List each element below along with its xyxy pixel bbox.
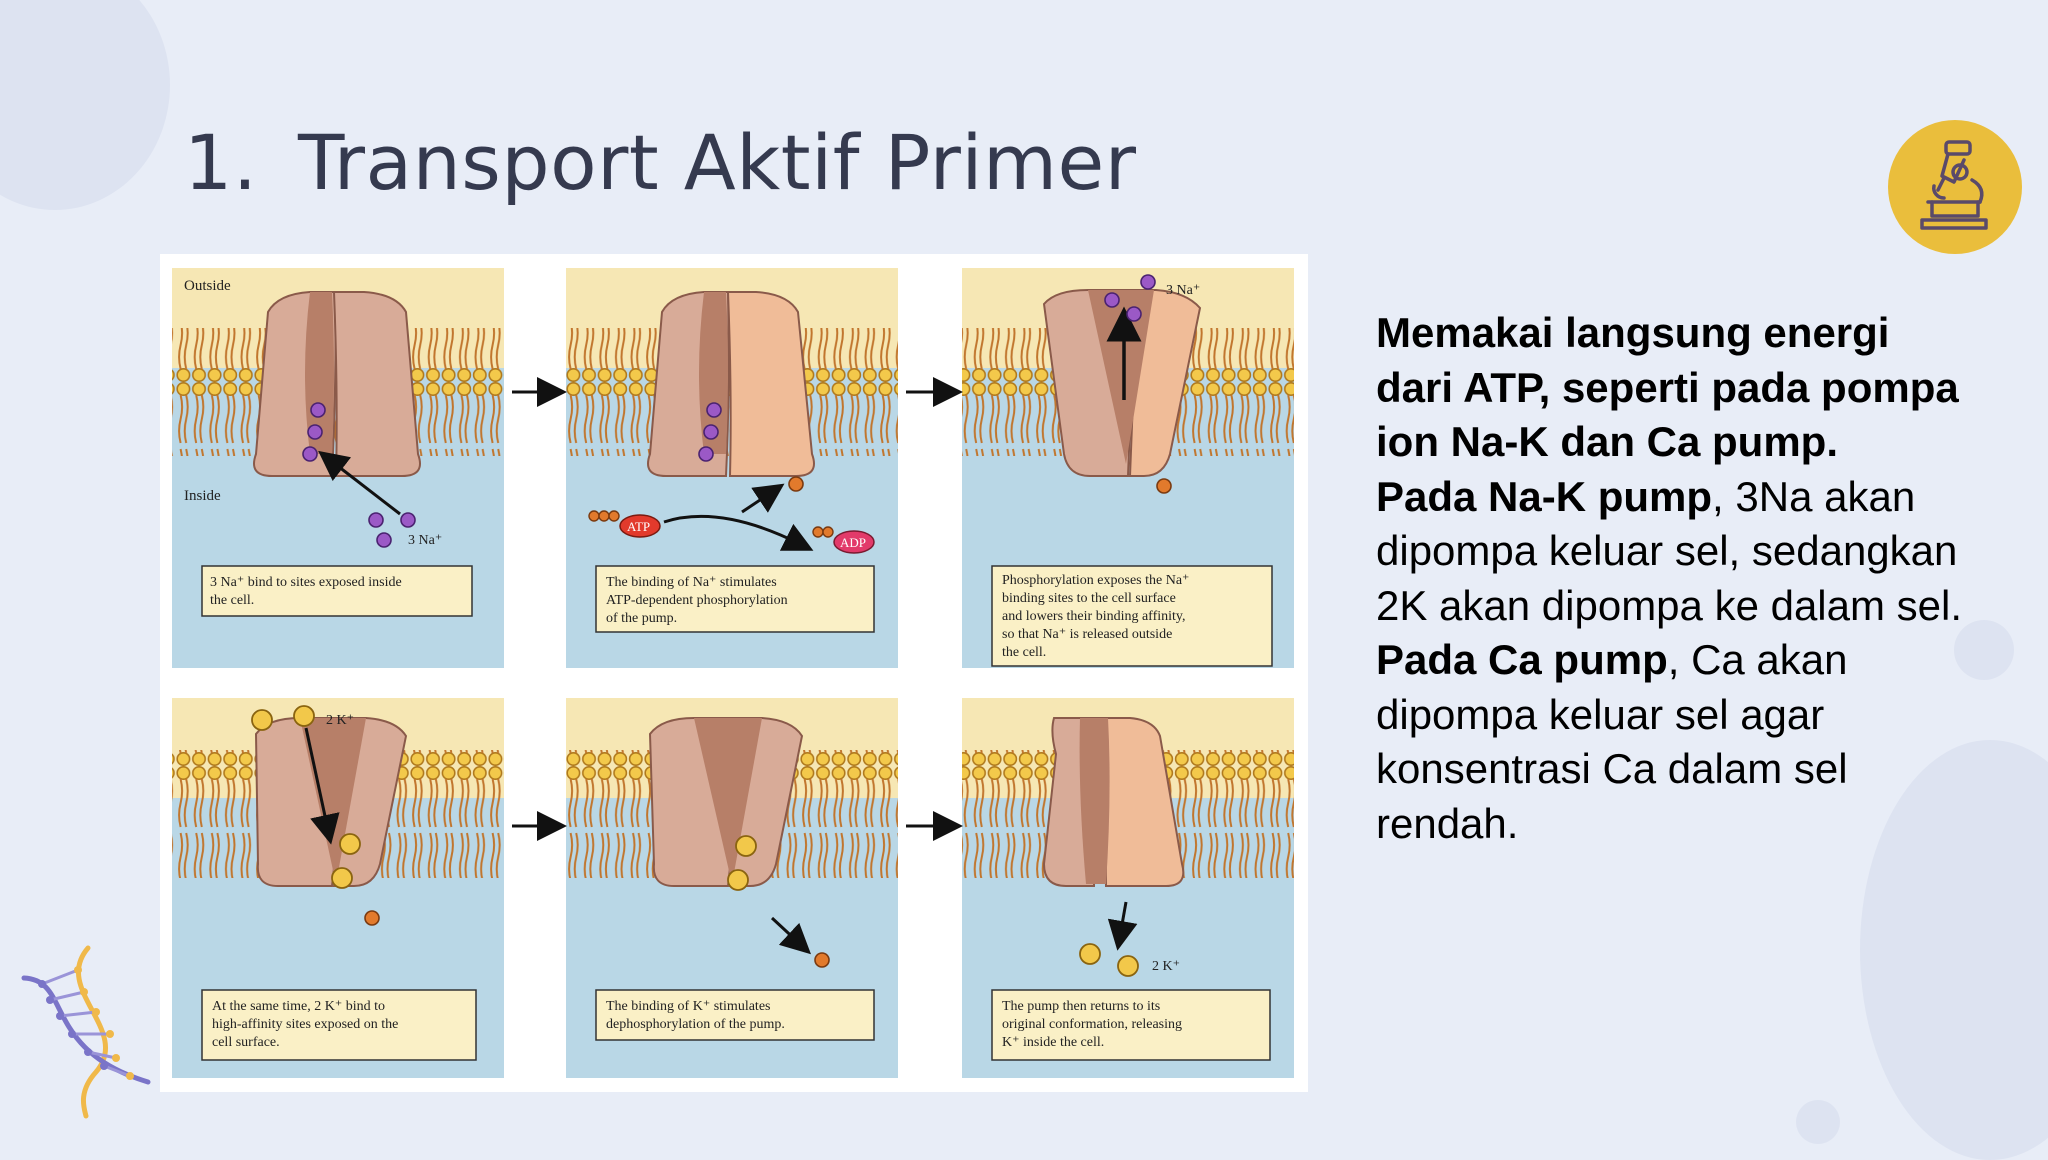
pump-cycle-diagram: Outside Inside 3 Na⁺ 3 Na⁺ bind to sites…	[172, 268, 1294, 1078]
microscope-icon	[1920, 140, 1988, 230]
atp-molecule	[619, 514, 661, 538]
k-ion	[331, 867, 353, 889]
svg-text:The binding of Na⁺ stimulates: The binding of Na⁺ stimulates ATP-depend…	[606, 575, 791, 626]
microscope-badge	[1888, 120, 2022, 254]
panel-3: 3 Na⁺ Phosphorylation exposes the Na⁺ bi…	[991, 274, 1273, 667]
caption-line: Phosphorylation exposes the Na⁺	[1002, 573, 1189, 588]
explanation-text: Memakai langsung energi dari ATP, sepert…	[1376, 306, 1976, 851]
dna-decoration	[12, 940, 162, 1120]
caption-line: so that Na⁺ is released outside	[1002, 627, 1172, 642]
intro-sentence: Memakai langsung energi dari ATP, sepert…	[1376, 309, 1959, 465]
caption-line: binding sites to the cell surface	[1002, 591, 1176, 606]
slide-number: 1.	[184, 118, 258, 207]
caption-line: The pump then returns to its	[1002, 999, 1160, 1014]
caption-line: ATP-dependent phosphorylation	[606, 593, 788, 608]
panel-5: The binding of K⁺ stimulates dephosphory…	[595, 717, 875, 1041]
adp-label: ADP	[840, 535, 866, 550]
background-blob-top-left	[0, 0, 170, 210]
caption-line: high-affinity sites exposed on the	[212, 1017, 398, 1032]
adp-molecule	[833, 530, 875, 554]
caption-line: original conformation, releasing	[1002, 1017, 1182, 1032]
na-ion	[302, 446, 318, 462]
panel-4: 2 K⁺ At the same time, 2 K⁺ bind to high…	[201, 705, 477, 1061]
svg-text:The pump then returns to its: The pump then returns to its original co…	[1002, 999, 1186, 1050]
ca-pump-description: , Ca akan dipompa keluar sel agar konsen…	[1376, 636, 1848, 847]
caption-line: K⁺ inside the cell.	[1002, 1035, 1104, 1050]
ion-label: 3 Na⁺	[408, 533, 442, 548]
panel-1: 3 Na⁺ 3 Na⁺ bind to sites exposed inside…	[201, 291, 473, 617]
label-inside: Inside	[184, 488, 221, 504]
svg-text:3 Na⁺ bind to sites exposed in: 3 Na⁺ bind to sites exposed inside the c…	[210, 575, 405, 608]
caption-line: At the same time, 2 K⁺ bind to	[212, 999, 385, 1014]
k-ion	[339, 833, 361, 855]
k-ion	[1079, 943, 1101, 965]
caption-line: The binding of K⁺ stimulates	[606, 999, 770, 1014]
ion-label: 3 Na⁺	[1166, 283, 1200, 298]
caption-line: and lowers their binding affinity,	[1002, 609, 1186, 624]
svg-text:Phosphorylation exposes the Na: Phosphorylation exposes the Na⁺ binding …	[1002, 573, 1193, 660]
label-outside: Outside	[184, 278, 231, 294]
k-ion	[727, 869, 749, 891]
na-ion	[400, 512, 416, 528]
svg-text:The binding of K⁺ stimulates: The binding of K⁺ stimulates dephosphory…	[606, 999, 785, 1032]
slide-title-text: Transport Aktif Primer	[298, 118, 1137, 207]
na-ion	[703, 424, 719, 440]
caption-line: the cell.	[210, 593, 254, 608]
na-ion	[706, 402, 722, 418]
atp-label: ATP	[627, 519, 650, 534]
panel-2: ATP ADP The binding of Na⁺ stimulates AT…	[588, 291, 875, 633]
panel-6: 2 K⁺ The pump then returns to its origin…	[991, 717, 1271, 1061]
ion-label: 2 K⁺	[326, 713, 354, 728]
caption-line: dephosphorylation of the pump.	[606, 1017, 785, 1032]
phosphate-icon	[364, 910, 380, 926]
na-ion	[310, 402, 326, 418]
dna-icon	[21, 945, 151, 1119]
background-dot-right	[1954, 620, 2014, 680]
phosphate-icon	[814, 952, 830, 968]
na-ion	[1140, 274, 1156, 290]
caption-line: 3 Na⁺ bind to sites exposed inside	[210, 575, 402, 590]
phosphate-icon	[1156, 478, 1172, 494]
na-ion	[376, 532, 392, 548]
sodium-potassium-pump-figure: Outside Inside 3 Na⁺ 3 Na⁺ bind to sites…	[160, 254, 1308, 1092]
na-ion	[1104, 292, 1120, 308]
k-ion	[251, 709, 273, 731]
ion-label: 2 K⁺	[1152, 959, 1180, 974]
k-ion	[293, 705, 315, 727]
k-ion	[735, 835, 757, 857]
na-ion	[307, 424, 323, 440]
svg-text:At the same time, 2 K⁺ bind to: At the same time, 2 K⁺ bind to high-affi…	[212, 999, 402, 1050]
na-ion	[368, 512, 384, 528]
k-ion	[1117, 955, 1139, 977]
caption-line: the cell.	[1002, 645, 1046, 660]
phosphate-icon	[788, 476, 804, 492]
caption-line: of the pump.	[606, 611, 677, 626]
caption-line: The binding of Na⁺ stimulates	[606, 575, 777, 590]
ca-pump-heading: Pada Ca pump	[1376, 636, 1668, 683]
background-dot-bottom	[1796, 1100, 1840, 1144]
na-k-pump-heading: Pada Na-K pump	[1376, 472, 1713, 520]
caption-line: cell surface.	[212, 1035, 280, 1050]
na-k-pump-description: , 3Na akan dipompa keluar sel, sedangkan…	[1376, 472, 1963, 629]
na-ion	[1126, 306, 1142, 322]
slide-title: 1. Transport Aktif Primer	[184, 118, 1137, 207]
na-ion	[698, 446, 714, 462]
